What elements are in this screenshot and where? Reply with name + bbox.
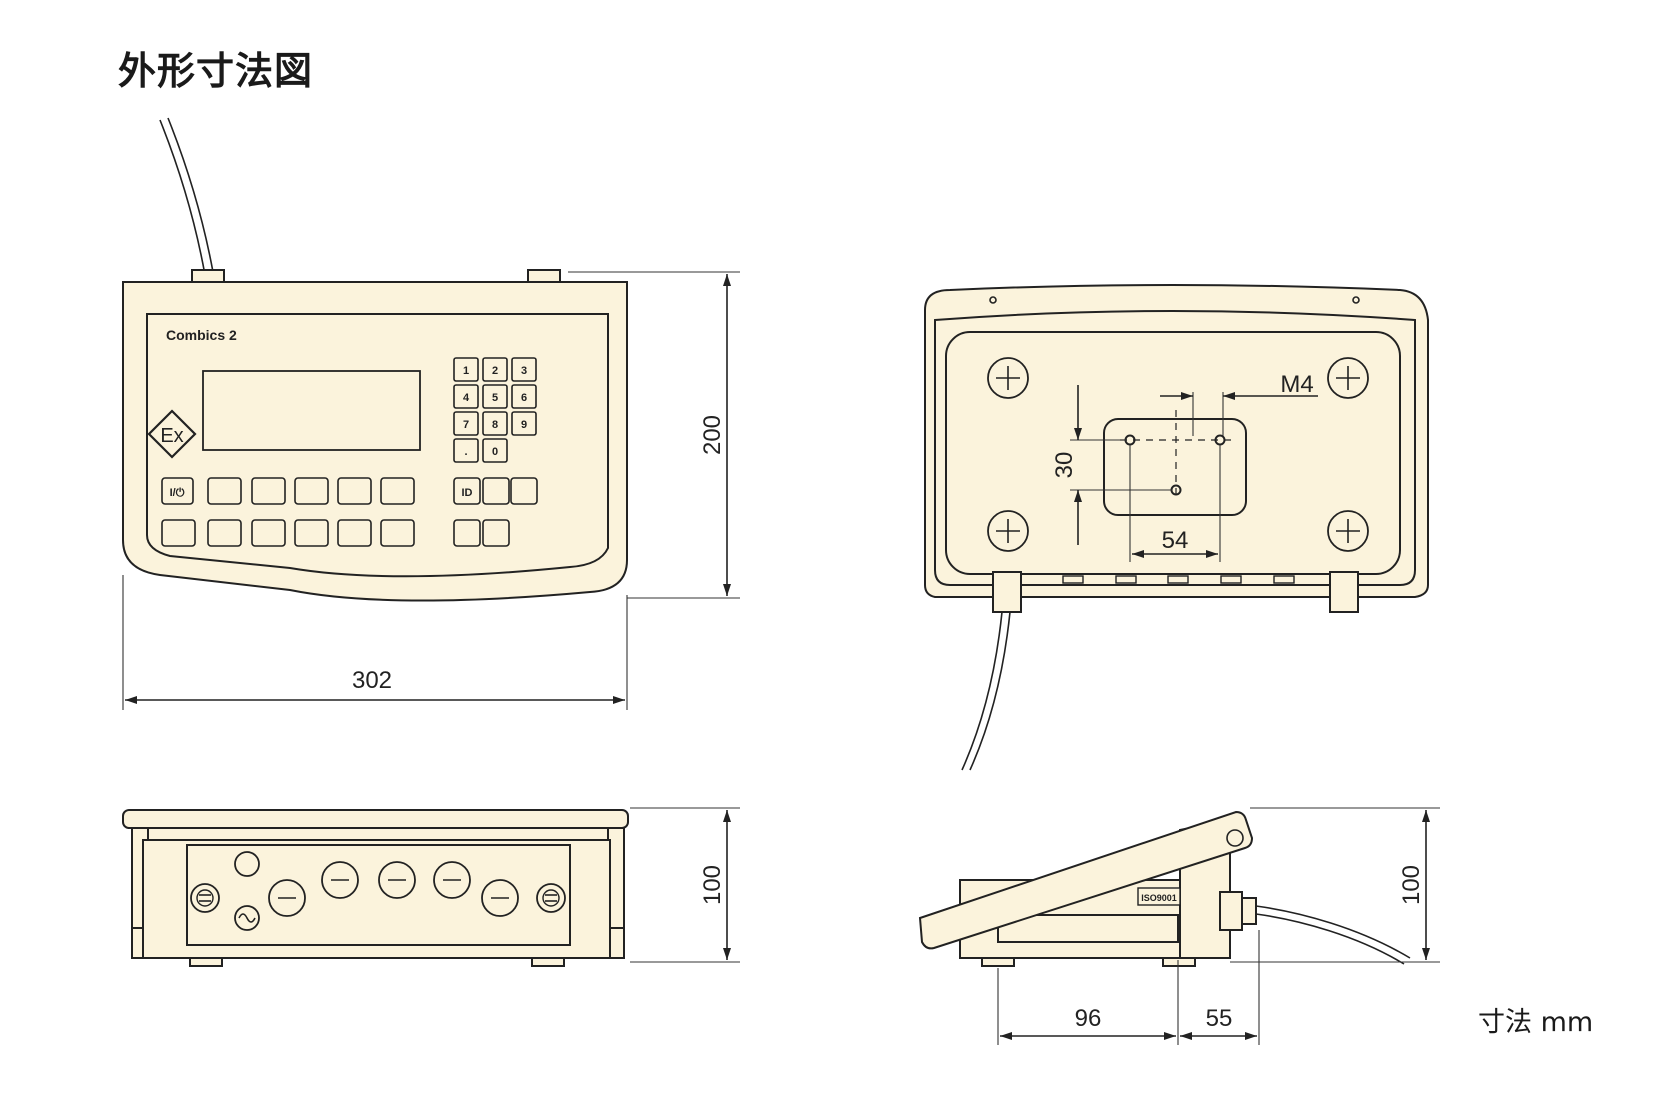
function-key	[294, 477, 329, 505]
side-depth-dim-2: 55	[1206, 1005, 1233, 1032]
function-key	[207, 477, 242, 505]
screw-icon	[190, 883, 220, 913]
function-key	[161, 519, 196, 547]
svg-text:3: 3	[521, 365, 527, 377]
sealed-port-icon	[481, 879, 519, 917]
sealed-port-icon	[321, 861, 359, 899]
function-keys	[161, 477, 538, 547]
keypad-key: 0	[482, 438, 508, 463]
round-port	[234, 851, 260, 877]
id-key: ID	[453, 477, 481, 505]
function-key	[251, 519, 286, 547]
keypad-key: 1	[453, 357, 479, 382]
mounting-hole	[1327, 510, 1369, 552]
connector-stub	[1062, 575, 1084, 584]
function-key	[482, 519, 510, 547]
function-key	[510, 477, 538, 505]
front-view: Combics 2 Ex 1 2 3 4 5 6 7 8 9. 0 I/⏻ ID 200 302	[122, 117, 740, 710]
svg-text:6: 6	[521, 392, 527, 404]
side-depth-dim-1: 96	[1075, 1005, 1102, 1032]
mounting-holes	[987, 357, 1369, 552]
svg-text:1: 1	[463, 365, 469, 377]
sealed-port-icon	[378, 861, 416, 899]
front-height-dim: 200	[699, 415, 726, 455]
connector-stub	[1167, 575, 1189, 584]
keypad-key: 8	[482, 411, 508, 436]
connector-stub	[1115, 575, 1137, 584]
keypad-key: .	[453, 438, 479, 463]
sealed-port-icon	[268, 879, 306, 917]
svg-text:9: 9	[521, 419, 527, 431]
thread-label: M4	[1280, 371, 1313, 398]
bottom-connectors	[190, 851, 566, 931]
svg-text:ID: ID	[462, 487, 473, 499]
connector-stub	[1220, 575, 1242, 584]
svg-text:Ex: Ex	[160, 425, 183, 447]
svg-text:0: 0	[492, 446, 498, 458]
hole-vertical-dim: 30	[1051, 452, 1078, 479]
numeric-keypad: 1 2 3 4 5 6 7 8 9. 0	[453, 357, 537, 463]
display-window	[202, 370, 421, 451]
bottom-height-dim: 100	[699, 865, 726, 905]
hole-horizontal-dim: 54	[1162, 527, 1189, 554]
mounting-hole	[987, 357, 1029, 399]
svg-text:I/⏻: I/⏻	[170, 486, 185, 499]
keypad-key: 3	[511, 357, 537, 382]
ex-mark-icon: Ex	[147, 409, 197, 459]
tilted-display-housing	[918, 810, 1254, 950]
keypad-key: 7	[453, 411, 479, 436]
front-width-dim: 302	[352, 667, 392, 694]
function-key	[207, 519, 242, 547]
svg-text:.: .	[464, 446, 467, 458]
iso-label: ISO9001	[1141, 893, 1177, 903]
function-key	[453, 519, 481, 547]
svg-text:7: 7	[463, 419, 469, 431]
connector-stub	[1273, 575, 1295, 584]
power-key: I/⏻	[161, 477, 194, 505]
keypad-key: 4	[453, 384, 479, 409]
function-key	[337, 477, 372, 505]
drawing-title: 外形寸法図	[118, 49, 314, 93]
function-key	[380, 477, 415, 505]
svg-text:4: 4	[463, 392, 470, 404]
screw-icon	[536, 883, 566, 913]
keypad-key: 6	[511, 384, 537, 409]
side-view: ISO9001 100 96 55	[918, 807, 1440, 1045]
svg-text:5: 5	[492, 392, 498, 404]
mounting-hole	[1327, 357, 1369, 399]
keypad-key: 2	[482, 357, 508, 382]
function-key	[294, 519, 329, 547]
bottom-view: 100	[122, 807, 740, 967]
svg-text:2: 2	[492, 365, 498, 377]
model-label: Combics 2	[166, 327, 237, 343]
function-key	[482, 477, 510, 505]
keypad-key: 9	[511, 411, 537, 436]
rear-connectors	[1062, 575, 1295, 584]
sealed-port-icon	[433, 861, 471, 899]
ac-power-icon	[234, 905, 260, 931]
rear-view: M4 30 54	[924, 284, 1429, 771]
function-key	[380, 519, 415, 547]
units-note: 寸法 mm	[1478, 1007, 1594, 1038]
side-height-dim: 100	[1398, 865, 1425, 905]
svg-text:8: 8	[492, 419, 498, 431]
function-key	[337, 519, 372, 547]
function-key	[251, 477, 286, 505]
mounting-hole	[987, 510, 1029, 552]
keypad-key: 5	[482, 384, 508, 409]
